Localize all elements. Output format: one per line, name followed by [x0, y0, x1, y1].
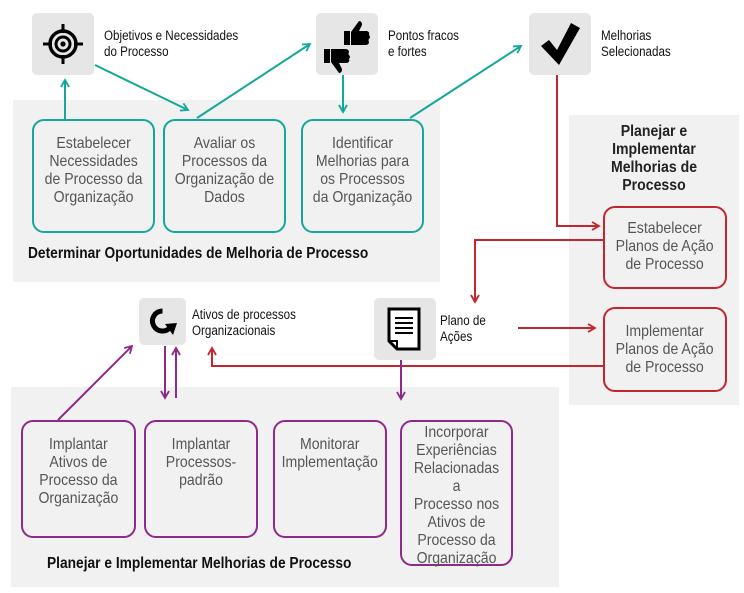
deploy-caption: Planejar e Implementar Melhorias de Proc…	[47, 555, 352, 572]
incorporate-experiences-label: Incorporar Experiências Relacionadas a P…	[413, 424, 500, 567]
objectives-label: Objetivos e Necessidades do Processo	[104, 28, 238, 60]
establish-action-plans-label: Estabelecer Planos de Ação de Processo	[616, 220, 714, 273]
checkmark-icon	[541, 23, 580, 65]
implement-action-plans-box[interactable]: Implementar Planos de Ação de Processo	[603, 307, 727, 392]
deploy-assets-box[interactable]: Implantar Ativos de Processo da Organiza…	[21, 420, 136, 538]
monitor-implementation-box[interactable]: Monitorar Implementação	[273, 420, 387, 538]
objectives-label-line2: do Processo	[104, 44, 169, 59]
refresh-icon	[150, 308, 177, 335]
deploy-standard-processes-box[interactable]: Implantar Processos- padrão	[144, 420, 258, 538]
incorporate-experiences-box[interactable]: Incorporar Experiências Relacionadas a P…	[400, 420, 513, 567]
assets-label-line1: Ativos de processos	[192, 307, 296, 322]
strengths-label: Pontos fracos e fortes	[388, 28, 459, 60]
selected-label: Melhorias Selecionadas	[601, 28, 671, 60]
assets-label: Ativos de processos Organizacionais	[192, 307, 296, 339]
target-icon	[43, 24, 83, 64]
strengths-label-line1: Pontos fracos	[388, 28, 459, 43]
plan-label-line1: Plano de	[440, 313, 486, 328]
appraise-processes-label: Avaliar os Processos da Organização de D…	[174, 135, 275, 206]
objectives-icon-box	[32, 13, 94, 75]
appraise-processes-box[interactable]: Avaliar os Processos da Organização de D…	[163, 119, 286, 233]
plan-label-line2: Ações	[440, 329, 473, 344]
selected-icon-box	[529, 13, 591, 75]
deploy-standard-processes-label: Implantar Processos- padrão	[165, 436, 237, 489]
objectives-label-line1: Objetivos e Necessidades	[104, 28, 239, 43]
identify-improvements-box[interactable]: Identificar Melhorias para os Processos …	[301, 119, 424, 233]
deploy-assets-label: Implantar Ativos de Processo da Organiza…	[38, 436, 119, 507]
identify-improvements-label: Identificar Melhorias para os Processos …	[312, 135, 413, 206]
selected-label-line2: Selecionadas	[601, 44, 671, 59]
assets-icon-box	[139, 298, 186, 345]
establish-needs-box[interactable]: Estabelecer Necessidades de Processo da …	[32, 119, 155, 233]
establish-needs-label: Estabelecer Necessidades de Processo da …	[44, 135, 143, 206]
assets-label-line2: Organizacionais	[192, 323, 276, 338]
monitor-implementation-label: Monitorar Implementação	[281, 436, 379, 471]
document-icon	[387, 307, 421, 351]
determine-caption: Determinar Oportunidades de Melhoria de …	[28, 245, 369, 262]
plan-right-caption: Planejar e Implementar Melhorias de Proc…	[610, 123, 698, 194]
thumbs-up-down-icon	[324, 21, 370, 73]
selected-label-line1: Melhorias	[601, 28, 652, 43]
establish-action-plans-box[interactable]: Estabelecer Planos de Ação de Processo	[603, 206, 727, 289]
strengths-label-line2: e fortes	[388, 44, 427, 59]
plan-label: Plano de Ações	[440, 313, 486, 345]
plan-icon-box	[374, 298, 436, 360]
strengths-icon-box	[316, 13, 378, 75]
implement-action-plans-label: Implementar Planos de Ação de Processo	[616, 323, 714, 376]
